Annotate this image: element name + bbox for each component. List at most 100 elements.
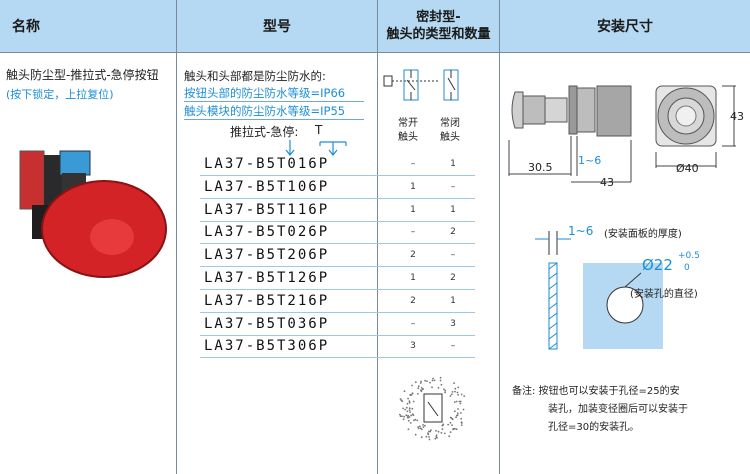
dust-speck bbox=[450, 393, 453, 396]
dust-speck bbox=[429, 381, 431, 384]
dust-speck bbox=[428, 436, 430, 438]
row-divider bbox=[200, 357, 475, 359]
column-divider bbox=[176, 0, 177, 474]
dim-43-bottom: 43 bbox=[600, 176, 614, 189]
hole-note: (安装孔的直径) bbox=[630, 289, 698, 300]
dust-speck bbox=[460, 421, 463, 424]
dust-speck bbox=[422, 388, 424, 390]
dust-speck bbox=[435, 435, 438, 438]
dust-speck bbox=[407, 414, 409, 417]
dust-speck bbox=[406, 402, 409, 405]
no-contact-count: – bbox=[410, 318, 416, 329]
front-view-drawing bbox=[655, 85, 736, 168]
no-contact-count: – bbox=[410, 159, 416, 169]
header-model: 型号 bbox=[263, 19, 291, 35]
row-divider bbox=[200, 334, 475, 336]
dust-speck bbox=[399, 415, 402, 418]
dust-speck bbox=[426, 380, 428, 382]
dust-speck bbox=[428, 430, 430, 433]
no-contact-count: 1 bbox=[410, 273, 416, 283]
dust-speck bbox=[403, 390, 406, 393]
header-bottom-rule bbox=[0, 52, 750, 53]
panel-thickness-dim: 1~6 bbox=[568, 224, 594, 238]
type-label: 推拉式-急停: bbox=[230, 125, 299, 139]
dust-speck bbox=[408, 416, 411, 418]
nc-contact-count: 1 bbox=[450, 159, 456, 169]
dust-speck bbox=[460, 412, 462, 414]
dust-speck bbox=[449, 395, 452, 397]
dim-43-side: 43 bbox=[730, 110, 744, 123]
remark-line-2: 装孔，加装变径圈后可以安装于 bbox=[548, 404, 688, 415]
ip-block-underline bbox=[184, 119, 364, 120]
dust-speck bbox=[444, 389, 447, 392]
dust-speck bbox=[452, 428, 455, 430]
dust-speck bbox=[449, 431, 452, 433]
dust-speck bbox=[420, 428, 423, 431]
dust-speck bbox=[430, 429, 432, 431]
dust-speck bbox=[405, 406, 408, 409]
dust-speck bbox=[417, 387, 420, 390]
dust-speck bbox=[412, 414, 415, 417]
dust-speck bbox=[405, 414, 408, 417]
model-code: LA37-B5T116P bbox=[204, 201, 330, 218]
no-contact-label-2: 触头 bbox=[398, 132, 418, 143]
row-divider bbox=[200, 311, 475, 313]
model-code: LA37-B5T206P bbox=[204, 247, 330, 264]
dust-speck bbox=[422, 424, 424, 426]
dust-speck bbox=[463, 395, 466, 397]
header-seal-line1: 密封型- bbox=[416, 10, 461, 25]
dust-speck bbox=[400, 399, 403, 402]
hole-tolerance-plus: +0.5 bbox=[678, 251, 700, 261]
nc-contact-count: 1 bbox=[450, 295, 456, 306]
no-contact-count: 2 bbox=[410, 250, 416, 261]
dust-speck bbox=[439, 379, 442, 382]
dust-speck bbox=[417, 385, 420, 388]
no-contact-count: 1 bbox=[410, 181, 416, 192]
dust-speck bbox=[451, 418, 454, 421]
dust-speck bbox=[433, 379, 436, 382]
code-pointer-arrows bbox=[285, 140, 347, 156]
row-divider bbox=[200, 243, 475, 245]
product-note: (按下锁定，上拉复位) bbox=[6, 88, 114, 101]
dust-speck bbox=[460, 417, 463, 420]
dust-speck bbox=[451, 391, 454, 393]
dust-speck bbox=[407, 397, 409, 400]
dust-speck bbox=[431, 386, 433, 389]
dust-speck bbox=[419, 425, 421, 428]
emergency-stop-button-image bbox=[19, 150, 167, 278]
dust-speck bbox=[399, 398, 402, 400]
dust-speck bbox=[435, 429, 437, 432]
dust-speck bbox=[412, 400, 415, 403]
no-contact-label-1: 常开 bbox=[398, 118, 418, 129]
dust-speck bbox=[456, 391, 459, 394]
dust-speck bbox=[442, 423, 445, 426]
column-divider bbox=[377, 0, 378, 474]
ip-head-underline bbox=[184, 101, 364, 102]
panel-thickness-note: (安装面板的厚度) bbox=[604, 229, 682, 240]
dust-speck bbox=[449, 421, 452, 424]
header-install-cell: 安装尺寸 bbox=[500, 0, 750, 52]
dust-speck bbox=[413, 419, 415, 422]
dust-speck bbox=[417, 427, 420, 430]
dust-speck bbox=[404, 408, 407, 411]
dust-speck bbox=[419, 382, 422, 384]
row-divider bbox=[200, 266, 475, 268]
model-code: LA37-B5T036P bbox=[204, 315, 330, 332]
hole-diameter: Ø22 bbox=[642, 256, 673, 274]
dust-speck bbox=[458, 400, 461, 403]
dust-speck bbox=[455, 428, 458, 431]
row-divider bbox=[200, 220, 475, 222]
dust-speck bbox=[408, 409, 411, 411]
dust-speck bbox=[424, 379, 426, 382]
ip-block-rating: 触头模块的防尘防水等级=IP55 bbox=[184, 104, 346, 118]
dust-speck bbox=[457, 394, 459, 396]
ip-head-rating: 按钮头部的防尘防水等级=IP66 bbox=[184, 86, 346, 100]
dust-speck bbox=[455, 400, 458, 403]
model-code: LA37-B5T216P bbox=[204, 292, 330, 309]
nc-contact-count: 1 bbox=[450, 204, 456, 215]
dust-speck bbox=[447, 423, 450, 426]
row-divider bbox=[200, 197, 475, 199]
nc-contact-count: 2 bbox=[450, 273, 456, 283]
dust-speck bbox=[407, 419, 410, 422]
dust-speck bbox=[453, 401, 456, 403]
